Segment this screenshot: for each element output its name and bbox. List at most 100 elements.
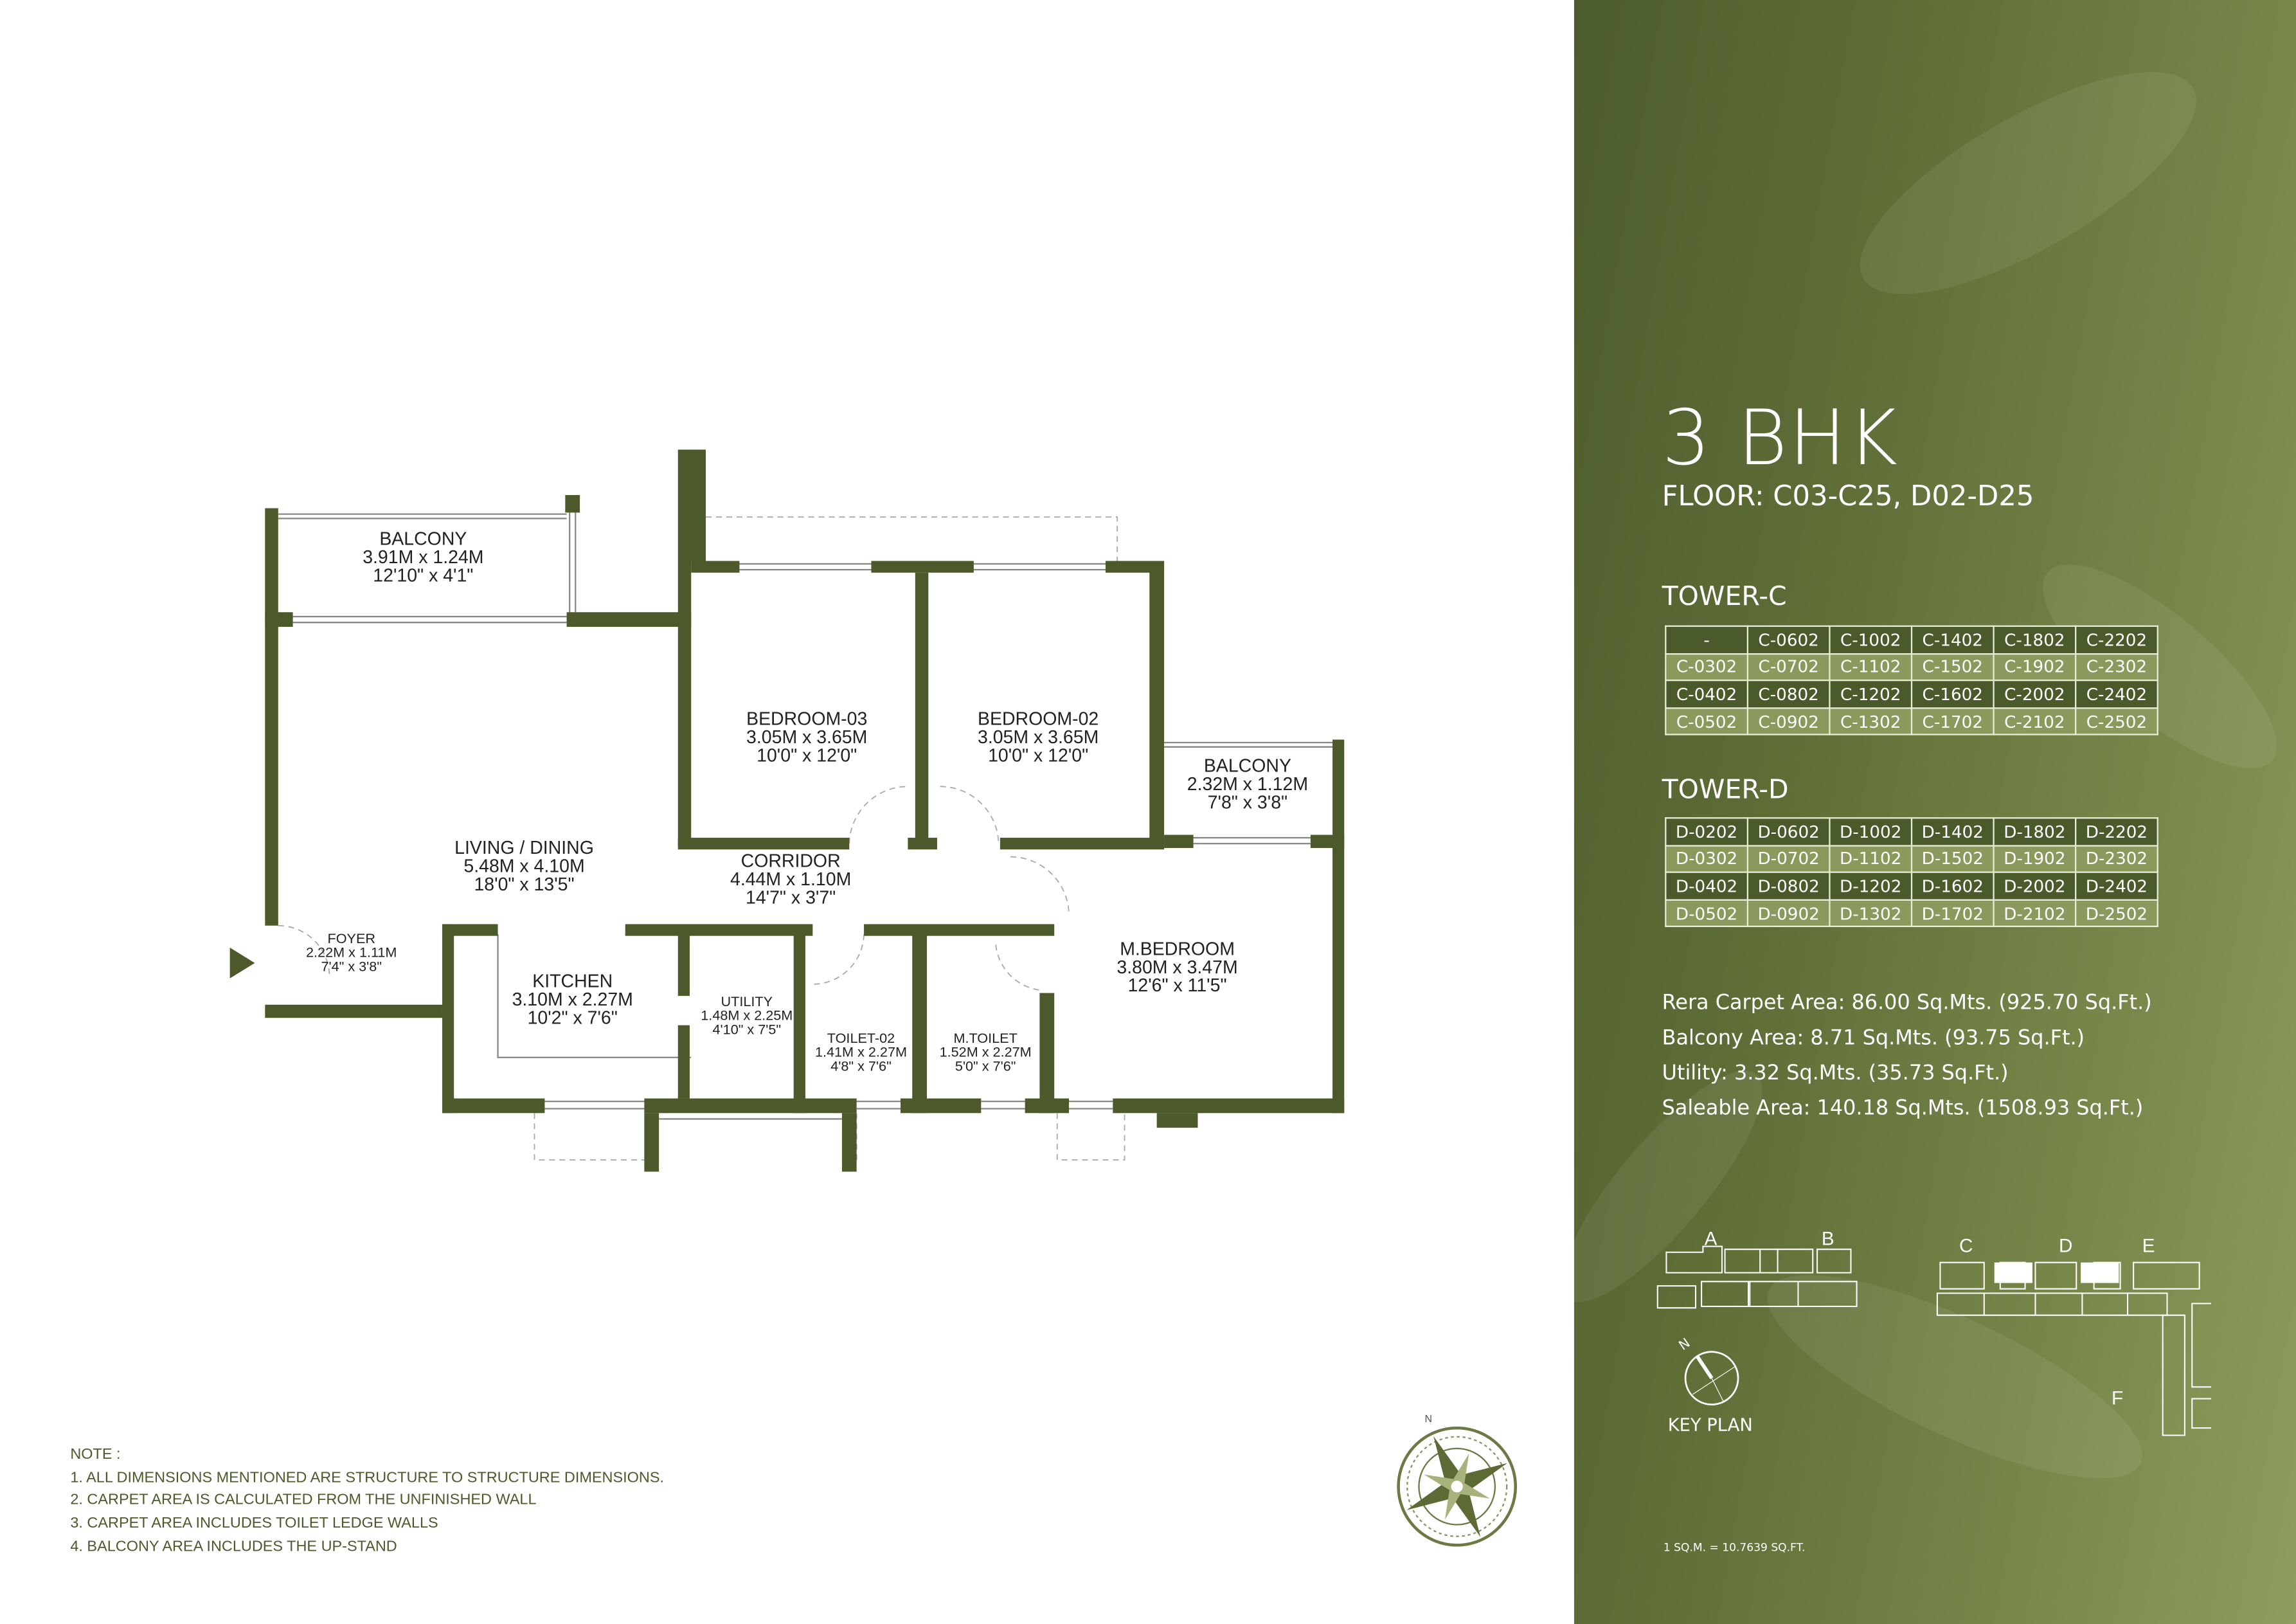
unit-cell: C-2502 [2075,707,2158,736]
room-name: BALCONY [1204,756,1291,777]
unit-cell: C-0802 [1746,680,1831,709]
unit-cell: - [1665,625,1749,654]
room-imperial: 10'0" x 12'0" [757,746,857,766]
unit-cell: D-2302 [2075,844,2158,874]
svg-text:N: N [1676,1335,1692,1353]
unit-cell: C-2402 [2075,680,2158,709]
unit-cell: C-0402 [1665,680,1749,709]
unit-cell: C-1302 [1829,707,1913,736]
tower-label-c: C [1959,1236,1973,1257]
tower-label-d: D [2059,1236,2072,1257]
unit-cell: D-0302 [1665,844,1749,874]
notes-title: NOTE : [70,1447,121,1463]
unit-cell: D-1502 [1910,844,1995,874]
unit-cell: D-2202 [2075,817,2158,846]
room-name: BEDROOM-02 [978,709,1099,730]
unit-cell: D-1302 [1829,899,1913,928]
outline-dashed [278,516,1126,1161]
room-metric: 1.52M x 2.27M [940,1044,1032,1060]
balcony-area: Balcony Area: 8.71 Sq.Mts. (93.75 Sq.Ft.… [1662,1026,2085,1051]
unit-cell: D-1602 [1910,871,1995,901]
room-name: BEDROOM-03 [746,709,867,730]
unit-cell: D-2502 [2075,899,2158,928]
svg-text:N: N [1425,1414,1433,1425]
room-metric: 1.41M x 2.27M [815,1044,907,1060]
room-metric: 4.44M x 1.10M [730,869,851,890]
unit-cell: D-1202 [1829,871,1913,901]
tower-label-b: B [1822,1228,1834,1249]
unit-cell: D-1002 [1829,817,1913,846]
room-imperial: 4'10" x 7'5" [713,1021,782,1037]
unit-cell: D-0502 [1665,899,1749,928]
tower-label-f: F [2112,1388,2123,1409]
key-plan-map: A B C D E F N [1656,1228,2211,1436]
room-name: KITCHEN [532,971,613,991]
unit-cell: C-1802 [1993,625,2077,654]
unit-cell: D-1402 [1910,817,1995,846]
entry-arrow-icon [229,947,255,979]
tower-c-title: TOWER-C [1662,581,1787,613]
unit-cell: D-0702 [1746,844,1831,874]
room-name: LIVING / DINING [454,838,594,858]
room-name: M.TOILET [953,1030,1017,1046]
unit-cell: C-0502 [1665,707,1749,736]
room-imperial: 10'2" x 7'6" [528,1007,618,1028]
notes: NOTE : 1. ALL DIMENSIONS MENTIONED ARE S… [70,1444,664,1559]
unit-cell: D-1802 [1993,817,2077,846]
unit-cell: C-1102 [1829,653,1913,681]
room-imperial: 7'8" x 3'8" [1208,792,1287,813]
unit-cell: C-1002 [1829,625,1913,654]
room-name: TOILET-02 [827,1030,895,1046]
room-name: FOYER [327,930,375,946]
unit-cell: D-2102 [1993,899,2077,928]
room-name: M.BEDROOM [1120,939,1235,959]
unit-cell: C-0602 [1746,625,1831,654]
unit-cell: D-0902 [1746,899,1831,928]
room-imperial: 5'0" x 7'6" [955,1058,1016,1074]
room-imperial: 12'6" x 11'5" [1128,975,1227,996]
note-item: 4. BALCONY AREA INCLUDES THE UP-STAND [70,1538,397,1555]
unit-cell: C-2002 [1993,680,2077,709]
north-icon: N [1676,1335,1739,1406]
unit-cell: D-1702 [1910,899,1995,928]
note-item: 3. CARPET AREA INCLUDES TOILET LEDGE WAL… [70,1516,438,1533]
room-name: CORRIDOR [741,851,841,872]
room-metric: 1.48M x 2.25M [701,1007,793,1024]
unit-cell: C-0902 [1746,707,1831,736]
room-metric: 3.05M x 3.65M [978,727,1099,748]
walls [265,449,1345,1172]
tower-d-title: TOWER-D [1662,775,1789,806]
room-name: UTILITY [721,993,773,1009]
room-metric: 3.91M x 1.24M [363,547,483,568]
unit-cell: D-0602 [1746,817,1831,846]
room-imperial: 10'0" x 12'0" [988,746,1088,766]
note-item: 1. ALL DIMENSIONS MENTIONED ARE STRUCTUR… [70,1470,664,1486]
unit-cell: C-0302 [1665,653,1749,681]
note-item: 2. CARPET AREA IS CALCULATED FROM THE UN… [70,1493,537,1510]
unit-cell: D-2002 [1993,871,2077,901]
unit-cell: C-2302 [2075,653,2158,681]
unit-cell: D-2402 [2075,871,2158,901]
unit-type-title: 3 BHK [1662,395,1899,483]
room-metric: 2.32M x 1.12M [1187,774,1308,795]
room-metric: 3.80M x 3.47M [1117,957,1237,978]
unit-cell: C-2102 [1993,707,2077,736]
room-metric: 3.05M x 3.65M [746,727,867,748]
tower-label-a: A [1705,1228,1718,1249]
tower-label-e: E [2142,1236,2155,1257]
unit-cell: C-1202 [1829,680,1913,709]
compass-rose-icon: N [1397,1414,1518,1547]
unit-cell: C-1402 [1910,625,1995,654]
room-name: BALCONY [379,528,467,549]
unit-cell: C-1702 [1910,707,1995,736]
utility-area: Utility: 3.32 Sq.Mts. (35.73 Sq.Ft.) [1662,1061,2009,1086]
room-metric: 3.10M x 2.27M [512,989,633,1010]
